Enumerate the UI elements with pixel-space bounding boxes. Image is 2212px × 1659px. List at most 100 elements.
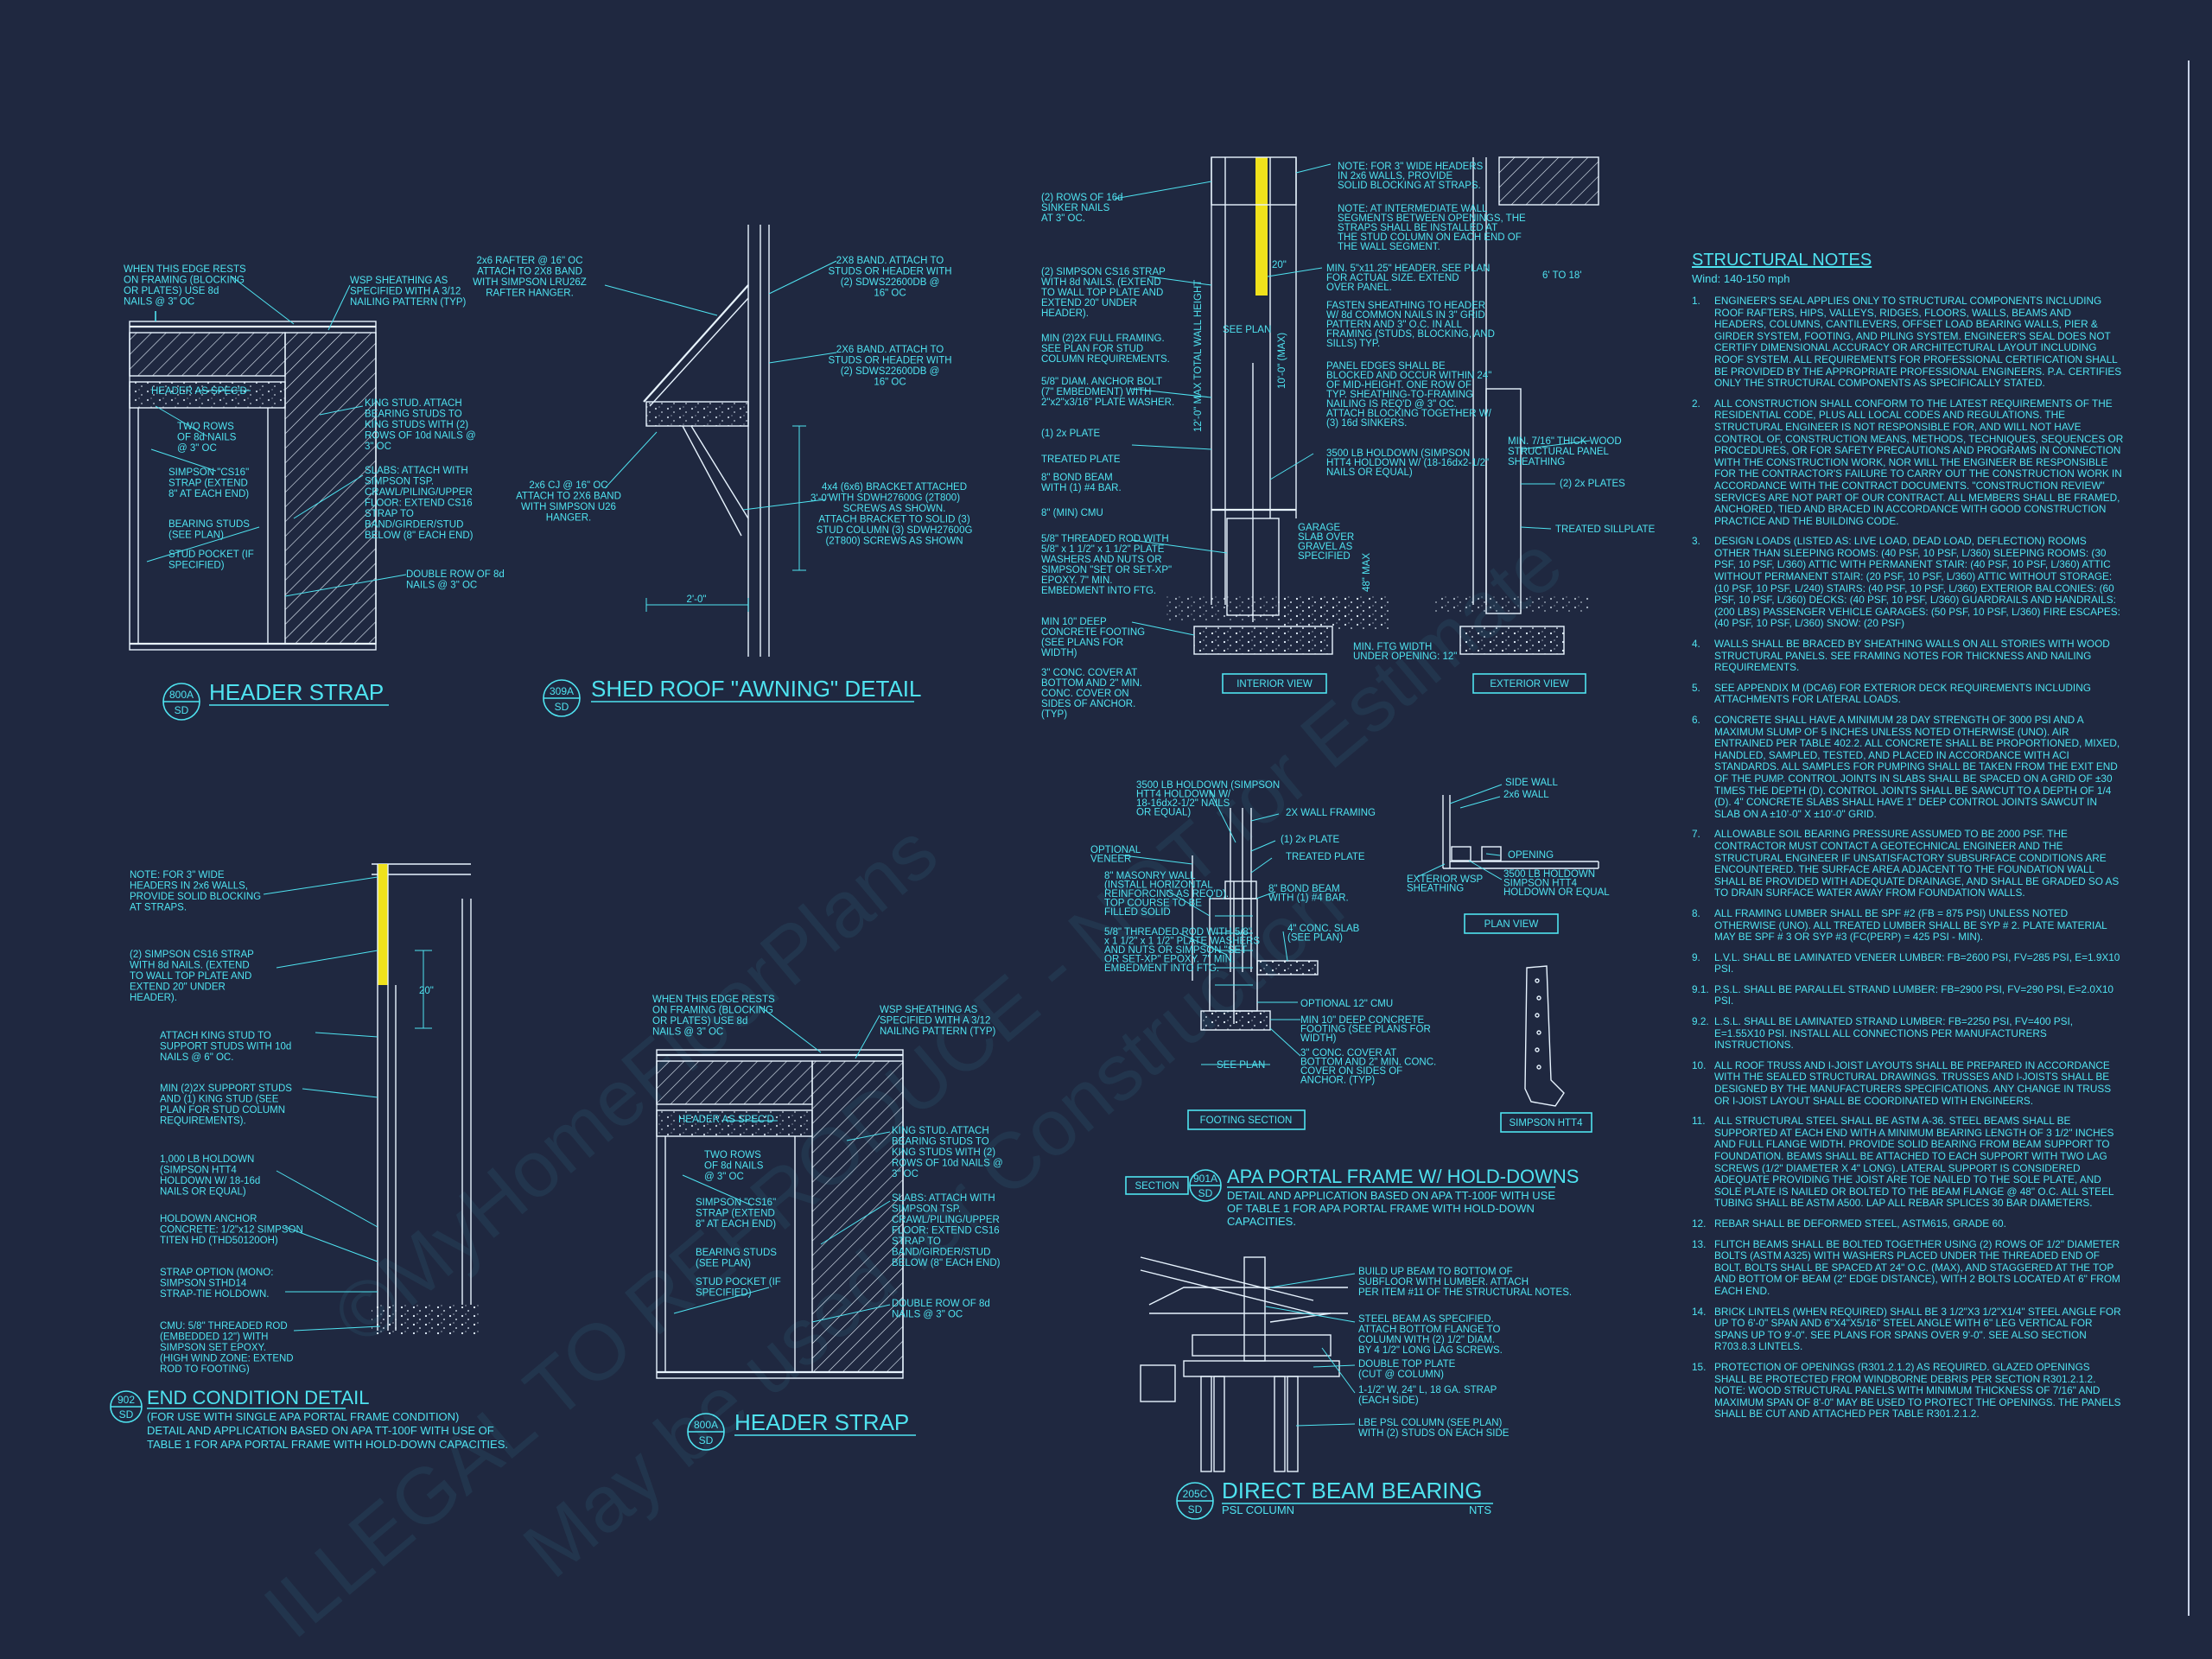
drawing-label: HANGER. xyxy=(546,513,591,524)
drawing-label: PROVIDE SOLID BLOCKING xyxy=(130,892,261,902)
callout-sheet: SD xyxy=(555,701,569,713)
drawing-label: 3500 LB HOLDOWN (SIMPSON xyxy=(1326,448,1470,459)
drawing-label: FOOTING (SEE PLANS FOR xyxy=(1300,1025,1431,1035)
detail-subtitle-line-1: (FOR USE WITH SINGLE APA PORTAL FRAME CO… xyxy=(147,1410,459,1423)
note-text: ALL FRAMING LUMBER SHALL BE SPF #2 (Fb =… xyxy=(1714,906,2107,944)
detail-subtitle-line-3: CAPACITIES. xyxy=(1227,1215,1296,1228)
drawing-label: STUD POCKET (IF xyxy=(696,1277,781,1287)
drawing-label: OR PLATES) USE 8d xyxy=(124,286,219,296)
header-strap-top-leaders xyxy=(146,276,407,597)
drawing-label: NAILS OR EQUAL) xyxy=(1326,467,1413,478)
drawing-label: MIN 10" DEEP CONCRETE xyxy=(1300,1015,1425,1026)
drawing-label: OF 8d NAILS xyxy=(177,433,237,443)
sheet-border-line xyxy=(2188,60,2190,1616)
drawing-label: (2) SIMPSON CS16 STRAP xyxy=(1041,267,1166,277)
drawing-label: BEARING STUDS TO xyxy=(365,410,462,420)
wall-section-leaders xyxy=(1114,163,1591,636)
drawing-label: BOTTOM AND 2" MIN. xyxy=(1041,678,1142,689)
drawing-label: SPECIFIED WITH A 3/12 xyxy=(350,287,461,297)
drawing-label: EXTEND 20" UNDER xyxy=(130,982,226,993)
structural-note-item: 5.SEE APPENDIX M (DCA6) FOR EXTERIOR DEC… xyxy=(1692,682,2124,706)
structural-note-item: 9.2.L.S.L. SHALL BE LAMINATED STRAND LUM… xyxy=(1692,1015,2124,1052)
drawing-label: OPTIONAL 12" CMU xyxy=(1300,999,1393,1009)
callout-sheet: SD xyxy=(699,1434,714,1446)
footing-section-drawing xyxy=(1192,808,1319,1065)
callout-number: 901A xyxy=(1193,1173,1217,1185)
drawing-label: ATTACH BRACKET TO SOLID (3) xyxy=(818,515,969,525)
drawing-label: 16" OC xyxy=(874,289,906,299)
drawing-label: FILLED SOLID xyxy=(1104,907,1171,918)
header-strap-bottom-drawing xyxy=(656,1049,904,1379)
drawing-label: WASHERS AND NUTS OR xyxy=(1041,555,1162,565)
structural-note-item: 7.ALLOWABLE SOIL BEARING PRESSURE ASSUME… xyxy=(1692,829,2124,899)
callout-sheet: SD xyxy=(1198,1187,1213,1199)
drawing-label: WSP SHEATHING AS xyxy=(350,276,448,286)
drawing-label: HOLDOWN OR EQUAL xyxy=(1503,887,1610,898)
drawing-label: IN 2x6 WALLS, PROVIDE xyxy=(1338,171,1452,181)
drawing-label: OR PLATES) USE 8d xyxy=(652,1016,747,1027)
drawing-label: SHEATHING xyxy=(1407,884,1464,894)
drawing-label: SILLS) TYP. xyxy=(1326,339,1380,349)
drawing-label: PANEL EDGES SHALL BE xyxy=(1326,361,1446,372)
structural-note-item: 12.REBAR SHALL BE DEFORMED STEEL, ASTM61… xyxy=(1692,1217,2124,1230)
drawing-label: DOUBLE ROW OF 8d xyxy=(406,569,505,580)
drawing-label: (2) 2x PLATES xyxy=(1560,479,1625,489)
drawing-label: DOUBLE TOP PLATE xyxy=(1358,1359,1456,1370)
note-number: 9. xyxy=(1692,950,1700,963)
drawing-label: (EMBEDDED 12") WITH xyxy=(160,1332,268,1343)
drawing-label: OPENING xyxy=(1508,850,1554,861)
drawing-label: 16" OC xyxy=(874,378,906,388)
drawing-label: AT STRAPS. xyxy=(130,903,187,913)
drawing-label: BLOCKED AND OCCUR WITHIN 24" xyxy=(1326,371,1491,381)
callout-number: 309A xyxy=(550,685,574,697)
note-text: WALLS SHALL BE BRACED BY SHEATHING WALLS… xyxy=(1714,638,2110,674)
drawing-label: SEE PLAN xyxy=(1217,1060,1265,1071)
drawing-label: TWO ROWS xyxy=(177,422,234,432)
drawing-label: REQUIREMENTS). xyxy=(160,1116,246,1127)
note-number: 12. xyxy=(1692,1217,1707,1230)
callout-sheet: SD xyxy=(175,704,189,716)
drawing-label: STRAP-TIE HOLDOWN. xyxy=(160,1289,270,1300)
drawing-label: (3) 16d SINKERS. xyxy=(1326,418,1407,429)
drawing-label: SCREWS AS SHOWN. xyxy=(843,504,946,514)
note-text: ENGINEER'S SEAL APPLIES ONLY TO STRUCTUR… xyxy=(1714,295,2122,390)
drawing-label: NOTE: AT INTERMEDIATE WALL xyxy=(1338,204,1488,214)
structural-note-item: 1.ENGINEER'S SEAL APPLIES ONLY TO STRUCT… xyxy=(1692,295,2124,390)
drawing-label: BAND/GIRDER/STUD xyxy=(892,1248,990,1258)
note-text: P.S.L. SHALL BE PARALLEL STRAND LUMBER: … xyxy=(1714,982,2113,1007)
drawing-label: WIDTH) xyxy=(1300,1033,1337,1044)
drawing-label: KING STUD. ATTACH xyxy=(365,398,462,409)
drawing-label: NAILS @ 3" OC xyxy=(124,297,194,308)
drawing-label: THE STUD COLUMN ON EACH END OF xyxy=(1338,232,1522,243)
simpson-htt4-tag: SIMPSON HTT4 xyxy=(1510,1118,1584,1128)
interior-view-drawing xyxy=(1166,156,1389,655)
callout-number: 902 xyxy=(118,1394,135,1406)
drawing-label: AND (1) KING STUD (SEE xyxy=(160,1095,279,1105)
drawing-label: LBE PSL COLUMN (SEE PLAN) xyxy=(1358,1418,1503,1428)
detail-subtitle-line-2: DETAIL AND APPLICATION BASED ON APA TT-1… xyxy=(147,1424,494,1437)
drawing-label: CONCRETE FOOTING xyxy=(1041,627,1145,638)
drawing-label: STUDS OR HEADER WITH xyxy=(828,267,951,277)
drawing-label: BEARING STUDS TO xyxy=(892,1137,989,1147)
detail-subtitle-line-3: TABLE 1 FOR APA PORTAL FRAME WITH HOLD-D… xyxy=(147,1438,508,1451)
wall-height-dimension: 12'-0" MAX TOTAL WALL HEIGHT xyxy=(1193,280,1204,432)
drawing-label: 3500 LB HOLDOWN xyxy=(1503,869,1595,880)
drawing-label: GARAGE xyxy=(1298,523,1341,533)
drawing-label: 8" AT EACH END) xyxy=(696,1219,776,1230)
drawing-label: SEGMENTS BETWEEN OPENINGS, THE xyxy=(1338,213,1526,224)
note-text: CONCRETE SHALL HAVE A MINIMUM 28 DAY STR… xyxy=(1714,714,2120,820)
drawing-label: CRAWL/PILING/UPPER xyxy=(892,1215,1000,1225)
header-strap-bottom-callout: 800A SD HEADER STRAP xyxy=(687,1409,916,1451)
drawing-label: WITH SIMPSON U26 xyxy=(521,502,616,512)
note-number: 11. xyxy=(1692,1115,1706,1128)
drawing-label: SEE PLAN FOR STUD xyxy=(1041,344,1143,354)
shed-roof-callout: 309A SD SHED ROOF "AWNING" DETAIL xyxy=(543,676,921,717)
note-number: 8. xyxy=(1692,906,1700,919)
drawing-label: 18-16dx2-1/2" NAILS xyxy=(1136,798,1230,809)
drawing-label: MIN. FTG WIDTH xyxy=(1353,642,1432,652)
drawing-label: 2x6 CJ @ 16" OC xyxy=(529,480,607,491)
